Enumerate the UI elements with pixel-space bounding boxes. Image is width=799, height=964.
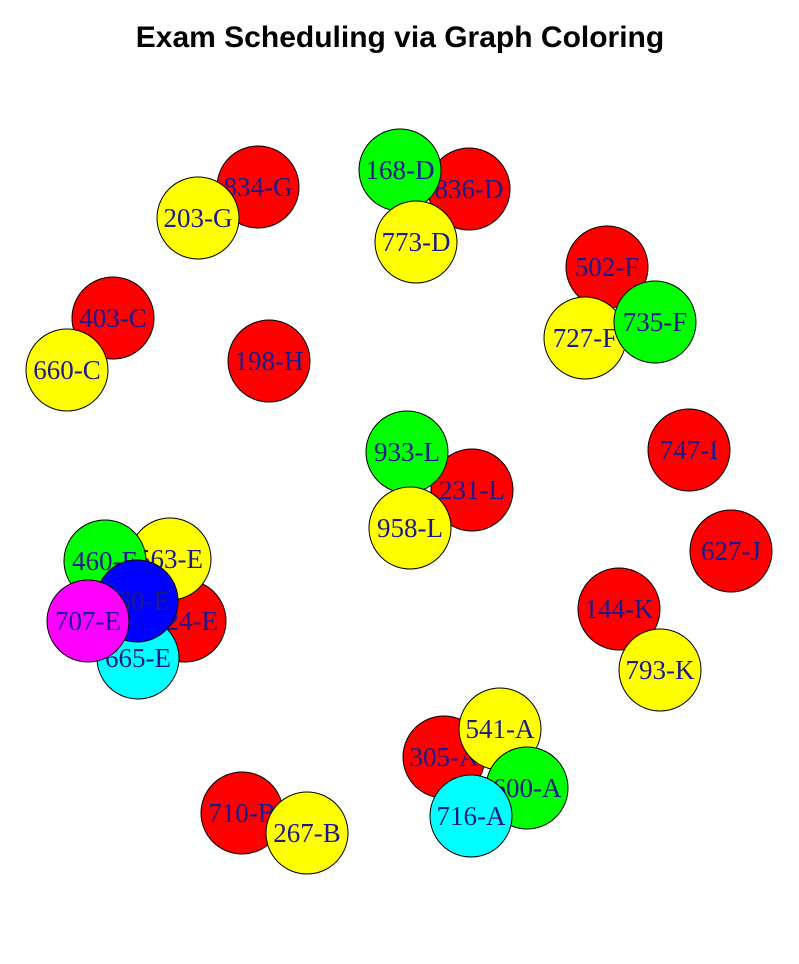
node-circle-231-l	[430, 448, 514, 532]
node-label-541-a: 541-A	[466, 714, 535, 744]
node-label-958-l: 958-L	[377, 513, 443, 543]
node-label-747-i: 747-I	[660, 435, 718, 465]
node-circle-660-c	[25, 328, 109, 412]
node-circle-707-e	[46, 579, 130, 663]
node-label-834-g: 834-G	[224, 172, 293, 202]
node-707-e: 707-E	[46, 579, 130, 663]
node-label-198-h: 198-H	[235, 346, 304, 376]
node-735-f: 735-F	[613, 280, 697, 364]
node-203-g: 203-G	[156, 176, 240, 260]
node-836-d: 836-D	[427, 147, 511, 231]
node-label-710-b: 710-B	[208, 798, 276, 828]
node-circle-203-g	[156, 176, 240, 260]
node-circle-747-i	[647, 408, 731, 492]
node-label-502-f: 502-F	[575, 252, 640, 282]
node-label-727-f: 727-F	[553, 323, 618, 353]
node-716-a: 716-A	[429, 774, 513, 858]
node-label-627-j: 627-J	[701, 536, 761, 566]
node-label-793-k: 793-K	[626, 655, 695, 685]
node-627-j: 627-J	[689, 509, 773, 593]
plot-title: Exam Scheduling via Graph Coloring	[136, 21, 664, 54]
node-circle-735-f	[613, 280, 697, 364]
node-label-168-d: 168-D	[366, 155, 435, 185]
node-958-l: 958-L	[368, 486, 452, 570]
node-168-d: 168-D	[358, 128, 442, 212]
node-267-b: 267-B	[265, 791, 349, 875]
node-label-933-l: 933-L	[374, 437, 440, 467]
node-label-836-d: 836-D	[435, 174, 504, 204]
node-403-c: 403-C	[71, 276, 155, 360]
node-727-f: 727-F	[543, 296, 627, 380]
node-circle-267-b	[265, 791, 349, 875]
node-circle-793-k	[618, 628, 702, 712]
node-circle-198-h	[227, 319, 311, 403]
node-label-735-f: 735-F	[623, 307, 688, 337]
node-747-i: 747-I	[647, 408, 731, 492]
node-710-b: 710-B	[200, 771, 284, 855]
node-933-l: 933-L	[365, 410, 449, 494]
node-144-k: 144-K	[577, 567, 661, 651]
node-circle-716-a	[429, 774, 513, 858]
node-circle-627-j	[689, 509, 773, 593]
node-660-c: 660-C	[25, 328, 109, 412]
node-circle-958-l	[368, 486, 452, 570]
node-label-203-g: 203-G	[164, 203, 233, 233]
node-label-403-c: 403-C	[79, 303, 147, 333]
node-label-707-e: 707-E	[55, 606, 121, 636]
node-label-773-d: 773-D	[382, 227, 451, 257]
node-label-660-c: 660-C	[33, 355, 101, 385]
node-231-l: 231-L	[430, 448, 514, 532]
node-label-231-l: 231-L	[439, 475, 505, 505]
node-circle-144-k	[577, 567, 661, 651]
node-label-144-k: 144-K	[585, 594, 654, 624]
node-773-d: 773-D	[374, 200, 458, 284]
node-502-f: 502-F	[565, 225, 649, 309]
node-label-716-a: 716-A	[437, 801, 506, 831]
node-793-k: 793-K	[618, 628, 702, 712]
node-198-h: 198-H	[227, 319, 311, 403]
node-label-267-b: 267-B	[273, 818, 341, 848]
node-circle-773-d	[374, 200, 458, 284]
